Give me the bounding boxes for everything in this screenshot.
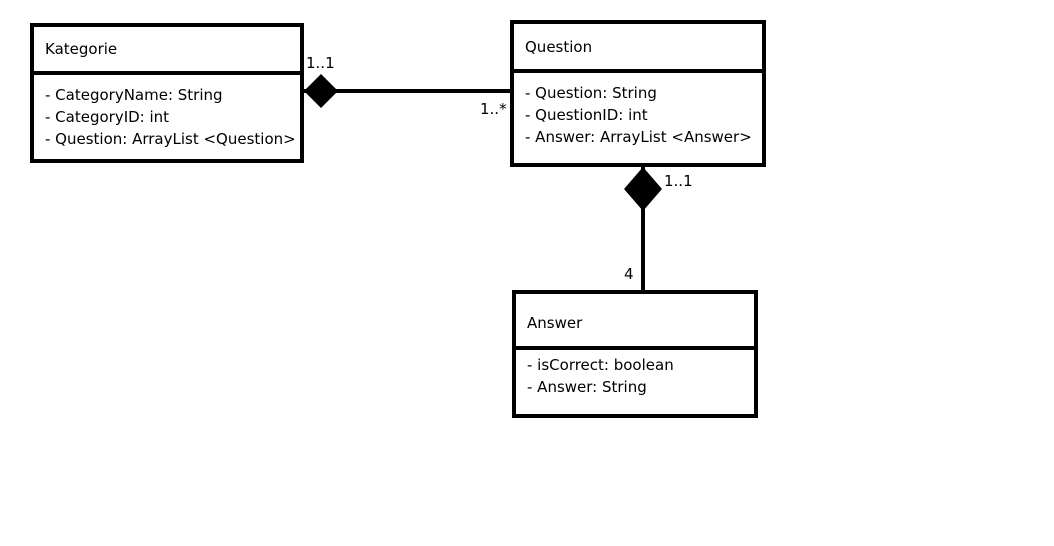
composition-diamond-kategorie (304, 74, 338, 108)
class-box-kategorie[interactable]: Kategorie - CategoryName: String - Categ… (30, 23, 304, 163)
multiplicity-question-end: 1..* (480, 100, 507, 118)
class-box-question[interactable]: Question - Question: String - QuestionID… (510, 20, 766, 167)
attribute-category-name: - CategoryName: String (45, 86, 223, 104)
attribute-question: - Question: String (525, 84, 657, 102)
class-name-kategorie: Kategorie (34, 27, 300, 75)
attribute-list-question: - Question: String - QuestionID: int - A… (514, 73, 762, 148)
class-name-answer: Answer (516, 294, 754, 350)
attribute-answer: - Answer: String (527, 378, 647, 396)
attribute-is-correct: - isCorrect: boolean (527, 356, 674, 374)
multiplicity-answer-end: 4 (624, 265, 634, 283)
multiplicity-question-whole: 1..1 (664, 172, 693, 190)
attribute-question-list: - Question: ArrayList <Question> (45, 130, 296, 148)
multiplicity-kategorie-end: 1..1 (306, 54, 335, 72)
attribute-answer-list: - Answer: ArrayList <Answer> (525, 128, 752, 146)
attribute-question-id: - QuestionID: int (525, 106, 648, 124)
attribute-list-kategorie: - CategoryName: String - CategoryID: int… (34, 75, 300, 150)
class-box-answer[interactable]: Answer - isCorrect: boolean - Answer: St… (512, 290, 758, 418)
attribute-category-id: - CategoryID: int (45, 108, 170, 126)
class-name-question: Question (514, 24, 762, 73)
attribute-list-answer: - isCorrect: boolean - Answer: String (516, 350, 754, 398)
composition-diamond-question (624, 167, 662, 211)
